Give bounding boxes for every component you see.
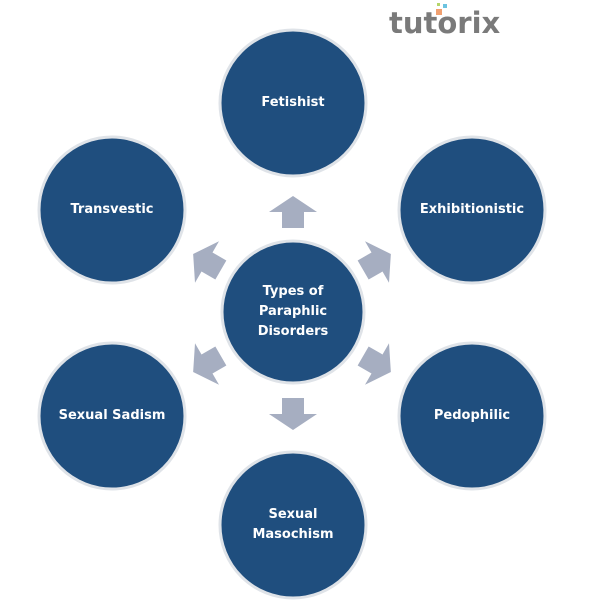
arrow-icon [193,343,227,385]
type-circle [218,450,368,600]
arrow-icon [269,196,317,228]
center-circle [220,239,366,385]
arrow-icon [269,398,317,430]
type-circle [37,135,187,285]
type-transvestic: Transvestic [70,202,154,217]
arrow-icon [357,241,391,283]
type-fetishist: Fetishist [261,95,325,110]
type-circle [218,28,368,178]
logo-dot [436,9,442,15]
logo-dot [437,3,440,6]
type-sexual-masochism: Sexual Masochism [252,507,334,542]
type-circle [37,341,187,491]
type-circle [397,135,547,285]
type-sexual-sadism: Sexual Sadism [58,408,166,423]
type-circle [397,341,547,491]
type-pedophilic: Pedophilic [433,408,511,423]
tutorix-logo: tutorix [389,6,501,40]
center-label: Types of Paraphlic Disorders [257,284,329,339]
logo-dot [443,4,447,8]
arrow-icon [193,241,227,283]
type-exhibitionistic: Exhibitionistic [419,202,525,217]
arrow-icon [357,343,391,385]
